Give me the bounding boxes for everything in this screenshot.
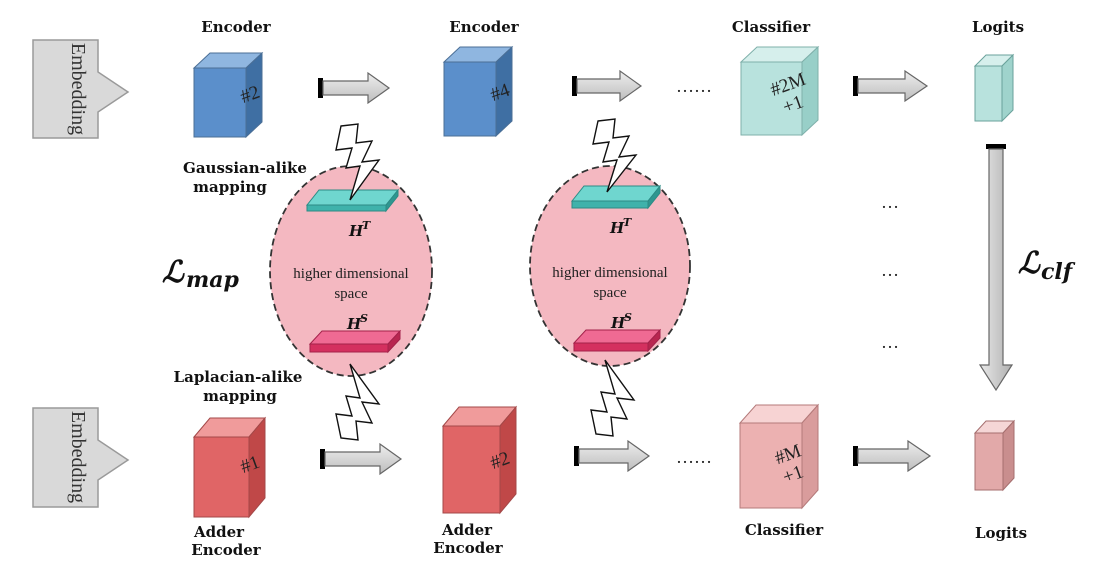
space-right-text-1: higher dimensional — [552, 265, 667, 281]
h-teacher-label-right: H T — [609, 216, 632, 237]
teacher-encoder-1-title: Encoder — [201, 18, 272, 36]
student-classifier: #M +1 Classifier — [738, 403, 824, 539]
lightning-icon-bottom-right — [590, 359, 636, 437]
svg-text:T: T — [623, 216, 632, 229]
teacher-logits: Logits — [972, 18, 1024, 123]
svg-text:H: H — [609, 219, 625, 237]
student-ellipsis: …… — [676, 447, 712, 467]
student-encoder-2: #2 Adder Encoder — [433, 405, 518, 557]
svg-text:S: S — [624, 311, 632, 324]
svg-text:T: T — [362, 219, 371, 232]
svg-text:S: S — [360, 312, 368, 325]
teacher-logits-title: Logits — [972, 18, 1024, 36]
teacher-encoder-2: #4 Encoder — [442, 18, 520, 138]
student-classifier-title: Classifier — [745, 521, 824, 539]
student-arrow-2 — [574, 439, 651, 473]
vertical-ellipsis-3: … — [881, 332, 899, 352]
teacher-embedding-label: Embedding — [67, 43, 89, 135]
higher-dim-space-right: higher dimensional space — [529, 165, 691, 367]
loss-map-subscript: map — [186, 267, 240, 293]
teacher-arrow-2 — [572, 69, 643, 103]
teacher-embedding-block: Embedding — [32, 39, 130, 139]
gaussian-mapping-label-1: Gaussian-alike — [183, 159, 307, 177]
space-right-text-2: space — [593, 285, 627, 301]
student-encoder-1-title-1: Adder — [193, 523, 245, 541]
student-encoder-1: #1 Adder Encoder — [191, 416, 267, 559]
student-encoder-2-title-1: Adder — [441, 521, 493, 539]
space-left-text-2: space — [334, 286, 368, 302]
student-plane-left — [308, 329, 402, 354]
teacher-arrow-3 — [853, 69, 929, 103]
teacher-encoder-1: #2 Encoder — [192, 18, 272, 139]
student-embedding-block: Embedding — [32, 407, 130, 508]
loss-clf-subscript: clf — [1041, 259, 1076, 285]
loss-map-symbol: ℒ — [162, 255, 185, 290]
classification-down-arrow — [978, 144, 1014, 392]
student-arrow-1 — [320, 442, 403, 476]
teacher-encoder-2-title: Encoder — [449, 18, 520, 36]
vertical-ellipsis-1: … — [881, 192, 899, 212]
teacher-ellipsis: …… — [676, 76, 712, 96]
student-encoder-1-title-2: Encoder — [191, 541, 262, 559]
student-arrow-3 — [853, 439, 932, 473]
lightning-icon-bottom-left — [335, 363, 381, 441]
laplacian-mapping-label-1: Laplacian-alike — [174, 368, 303, 386]
h-teacher-label-left: H T — [348, 219, 371, 240]
svg-text:H: H — [346, 315, 362, 333]
svg-text:H: H — [610, 314, 626, 332]
lightning-icon-top-left — [335, 123, 381, 201]
lightning-icon-top-right — [592, 118, 638, 193]
loss-map-label: ℒ map — [162, 255, 240, 293]
teacher-plane-right — [570, 184, 662, 210]
h-student-label-right: H S — [610, 311, 632, 332]
h-student-label-left: H S — [346, 312, 368, 333]
space-left-text-1: higher dimensional — [293, 266, 408, 282]
student-logits: Logits — [973, 419, 1027, 542]
teacher-classifier: #2M +1 Classifier — [732, 18, 820, 137]
gaussian-mapping-label-2: mapping — [193, 178, 267, 196]
vertical-ellipsis-2: … — [881, 260, 899, 280]
student-plane-right — [572, 328, 662, 353]
loss-clf-label: ℒ clf — [1018, 246, 1076, 285]
loss-clf-symbol: ℒ — [1018, 246, 1041, 281]
svg-text:H: H — [348, 222, 364, 240]
student-encoder-2-title-2: Encoder — [433, 539, 504, 557]
higher-dim-space-left: higher dimensional space — [269, 165, 433, 377]
teacher-classifier-title: Classifier — [732, 18, 811, 36]
laplacian-mapping-label-2: mapping — [203, 387, 277, 405]
student-embedding-label: Embedding — [67, 411, 89, 503]
student-logits-title: Logits — [975, 524, 1027, 542]
teacher-arrow-1 — [318, 71, 391, 105]
